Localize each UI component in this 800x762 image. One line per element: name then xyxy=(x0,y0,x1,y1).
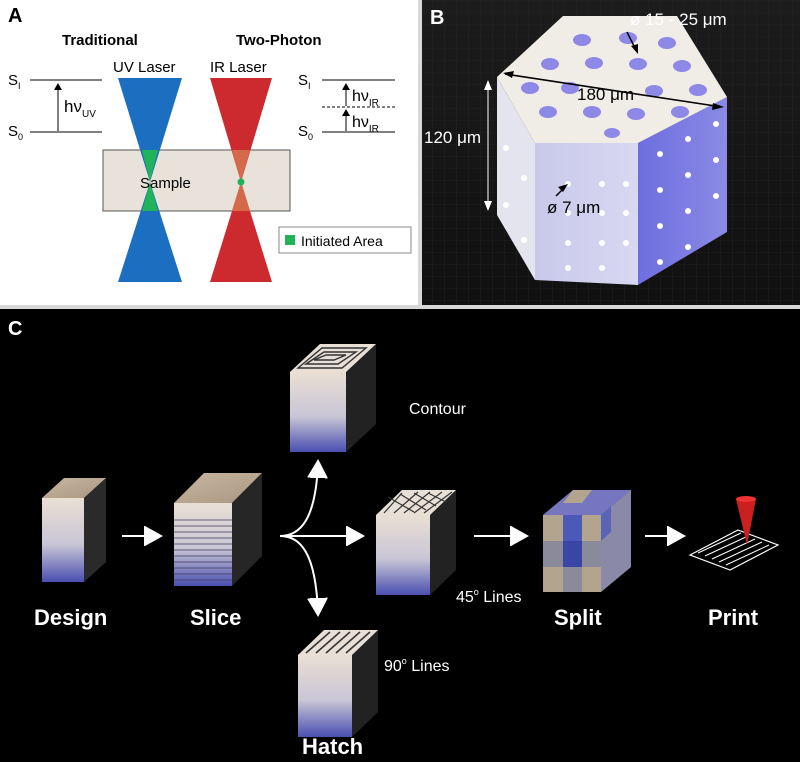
hatch-cube xyxy=(298,630,378,737)
two-photon-label: Two-Photon xyxy=(236,32,322,49)
s0-label-ir: S0 xyxy=(298,123,313,142)
contour-rings xyxy=(296,347,368,369)
initiated-area-legend: Initiated Area xyxy=(278,226,412,254)
print-label: Print xyxy=(708,605,759,630)
print-icon xyxy=(688,496,780,571)
front-pores xyxy=(565,181,629,271)
panel-c-letter: C xyxy=(8,318,22,340)
slice-cube xyxy=(174,473,262,586)
hexagonal-scaffold xyxy=(497,16,727,285)
slice-label: Slice xyxy=(190,605,241,630)
pore-diameter-label: ø 15 - 25 μm xyxy=(630,10,727,29)
hatch-lines xyxy=(305,631,371,654)
panel-b-letter: B xyxy=(430,7,444,29)
hatch-label: Hatch xyxy=(302,734,363,759)
hv-ir-upper: hνIR xyxy=(352,88,379,109)
uv-laser-label: UV Laser xyxy=(113,59,176,76)
ir-laser-label: IR Laser xyxy=(210,59,267,76)
small-pore-label: ø 7 μm xyxy=(547,198,600,217)
s0-label: S0 xyxy=(8,123,23,142)
slice-lines xyxy=(174,519,232,581)
split-front-tiles xyxy=(543,515,601,592)
lines45-cube xyxy=(376,490,456,595)
ir-beam xyxy=(210,78,272,282)
print-path-lines xyxy=(697,532,770,566)
design-label: Design xyxy=(34,605,107,630)
sample-slab xyxy=(102,149,291,212)
hv-ir-lower: hνIR xyxy=(352,114,379,135)
left-pores xyxy=(503,145,527,243)
width-dimension-line xyxy=(504,73,723,108)
panel-b: B xyxy=(422,0,800,305)
top-pores xyxy=(521,32,707,138)
initiated-swatch xyxy=(285,235,295,245)
arrow-to-hatch xyxy=(279,535,318,614)
contour-label: Contour xyxy=(409,401,467,418)
flow-arrows xyxy=(122,462,683,614)
lines90-label: 90o Lines xyxy=(384,656,450,675)
initiated-area-label: Initiated Area xyxy=(301,233,383,249)
lines45-label: 45o Lines xyxy=(456,587,522,606)
s1-label: SI xyxy=(8,72,21,91)
contour-cube xyxy=(290,344,376,452)
design-cube xyxy=(42,478,106,582)
traditional-label: Traditional xyxy=(62,32,138,49)
panel-c: C xyxy=(0,309,800,762)
split-cube xyxy=(543,490,631,592)
uv-beam xyxy=(118,78,182,282)
right-pores xyxy=(657,121,719,265)
hv-uv-label: hνUV xyxy=(64,97,96,120)
panel-a-letter: A xyxy=(8,5,22,27)
width-label: 180 μm xyxy=(577,85,634,104)
panel-a: A Traditional Two-Photon UV Laser IR Las… xyxy=(0,0,418,305)
sample-label: Sample xyxy=(140,175,191,192)
s1-label-ir: SI xyxy=(298,72,311,91)
ir-energy-diagram: SI S0 hνIR hνIR xyxy=(298,72,395,142)
height-label: 120 μm xyxy=(424,128,481,147)
split-label: Split xyxy=(554,605,602,630)
print-laser-cone xyxy=(736,499,756,545)
uv-energy-diagram: SI S0 hνUV xyxy=(8,72,102,142)
lines45-pattern xyxy=(383,491,453,514)
